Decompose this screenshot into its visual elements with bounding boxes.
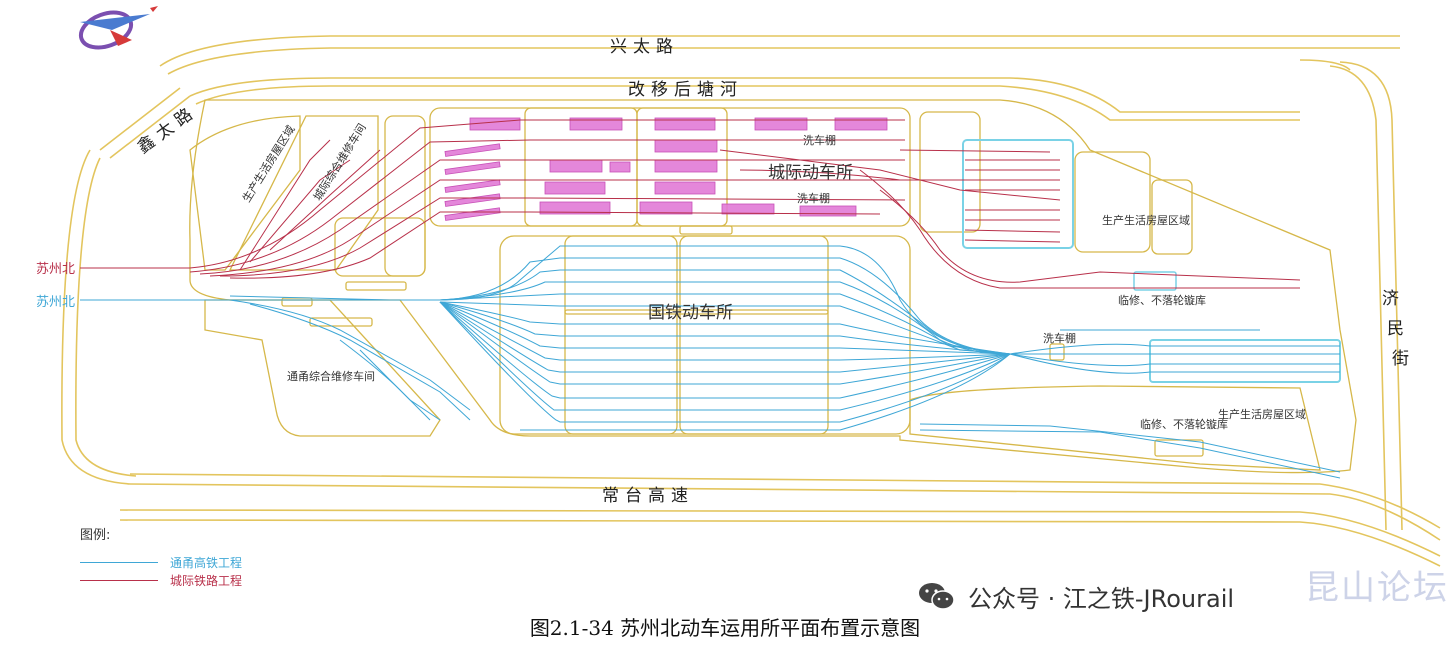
intercity-depot-label: 城际动车所 xyxy=(768,163,853,183)
watermark-logo: 昆山论坛 xyxy=(1305,568,1449,608)
station-suzhou-north-red: 苏州北 xyxy=(36,261,75,277)
repair-top-label: 临修、不落轮镟库 xyxy=(1118,293,1206,307)
watermark: 公众号 · 江之铁-JRourail xyxy=(918,578,1234,614)
legend-swatch-blue xyxy=(80,562,158,563)
wash-shed-3-label: 洗车棚 xyxy=(1043,331,1076,345)
legend-item-blue: 通甬高铁工程 xyxy=(80,554,242,571)
maint-hall-bottom-label: 通甬综合维修车间 xyxy=(287,369,375,383)
road-jimin-label-1: 济 xyxy=(1382,289,1405,309)
wechat-icon xyxy=(918,581,956,611)
prod-living-right-bottom-label: 生产生活房屋区域 xyxy=(1218,407,1306,421)
legend: 图例: 通甬高铁工程 城际铁路工程 xyxy=(80,524,242,588)
road-jimin-label-3: 街 xyxy=(1392,349,1415,369)
maint-hall-top-label: 城际综合维修车间 xyxy=(310,121,369,203)
station-suzhou-north-blue: 苏州北 xyxy=(36,294,75,310)
national-tracks xyxy=(80,245,1341,479)
company-logo xyxy=(78,6,158,50)
intercity-storage-buildings xyxy=(444,117,888,221)
repair-bottom-label: 临修、不落轮镟库 xyxy=(1140,417,1228,431)
site-blocks xyxy=(189,99,1357,474)
wash-shed-1-label: 洗车棚 xyxy=(803,133,836,147)
road-changtai-label: 常台高速 xyxy=(602,486,694,506)
intercity-tracks xyxy=(80,119,1301,289)
watermark-text: 公众号 · 江之铁-JRourail xyxy=(968,584,1235,613)
road-network xyxy=(61,35,1441,567)
national-depot-label: 国铁动车所 xyxy=(648,303,733,323)
legend-title: 图例: xyxy=(80,528,111,543)
road-jimin-label-2: 民 xyxy=(1387,319,1410,339)
legend-item-red: 城际铁路工程 xyxy=(80,572,242,589)
legend-label-red: 城际铁路工程 xyxy=(170,574,243,588)
legend-swatch-red xyxy=(80,580,158,581)
road-xingtai-label: 兴太路 xyxy=(610,37,679,57)
wash-shed-2-label: 洗车棚 xyxy=(797,191,830,205)
road-gaiyi-label: 改移后塘河 xyxy=(628,80,743,100)
prod-living-right-top-label: 生产生活房屋区域 xyxy=(1102,213,1190,227)
legend-label-blue: 通甬高铁工程 xyxy=(170,556,243,570)
figure-caption: 图2.1-34 苏州北动车运用所平面布置示意图 xyxy=(529,616,921,640)
